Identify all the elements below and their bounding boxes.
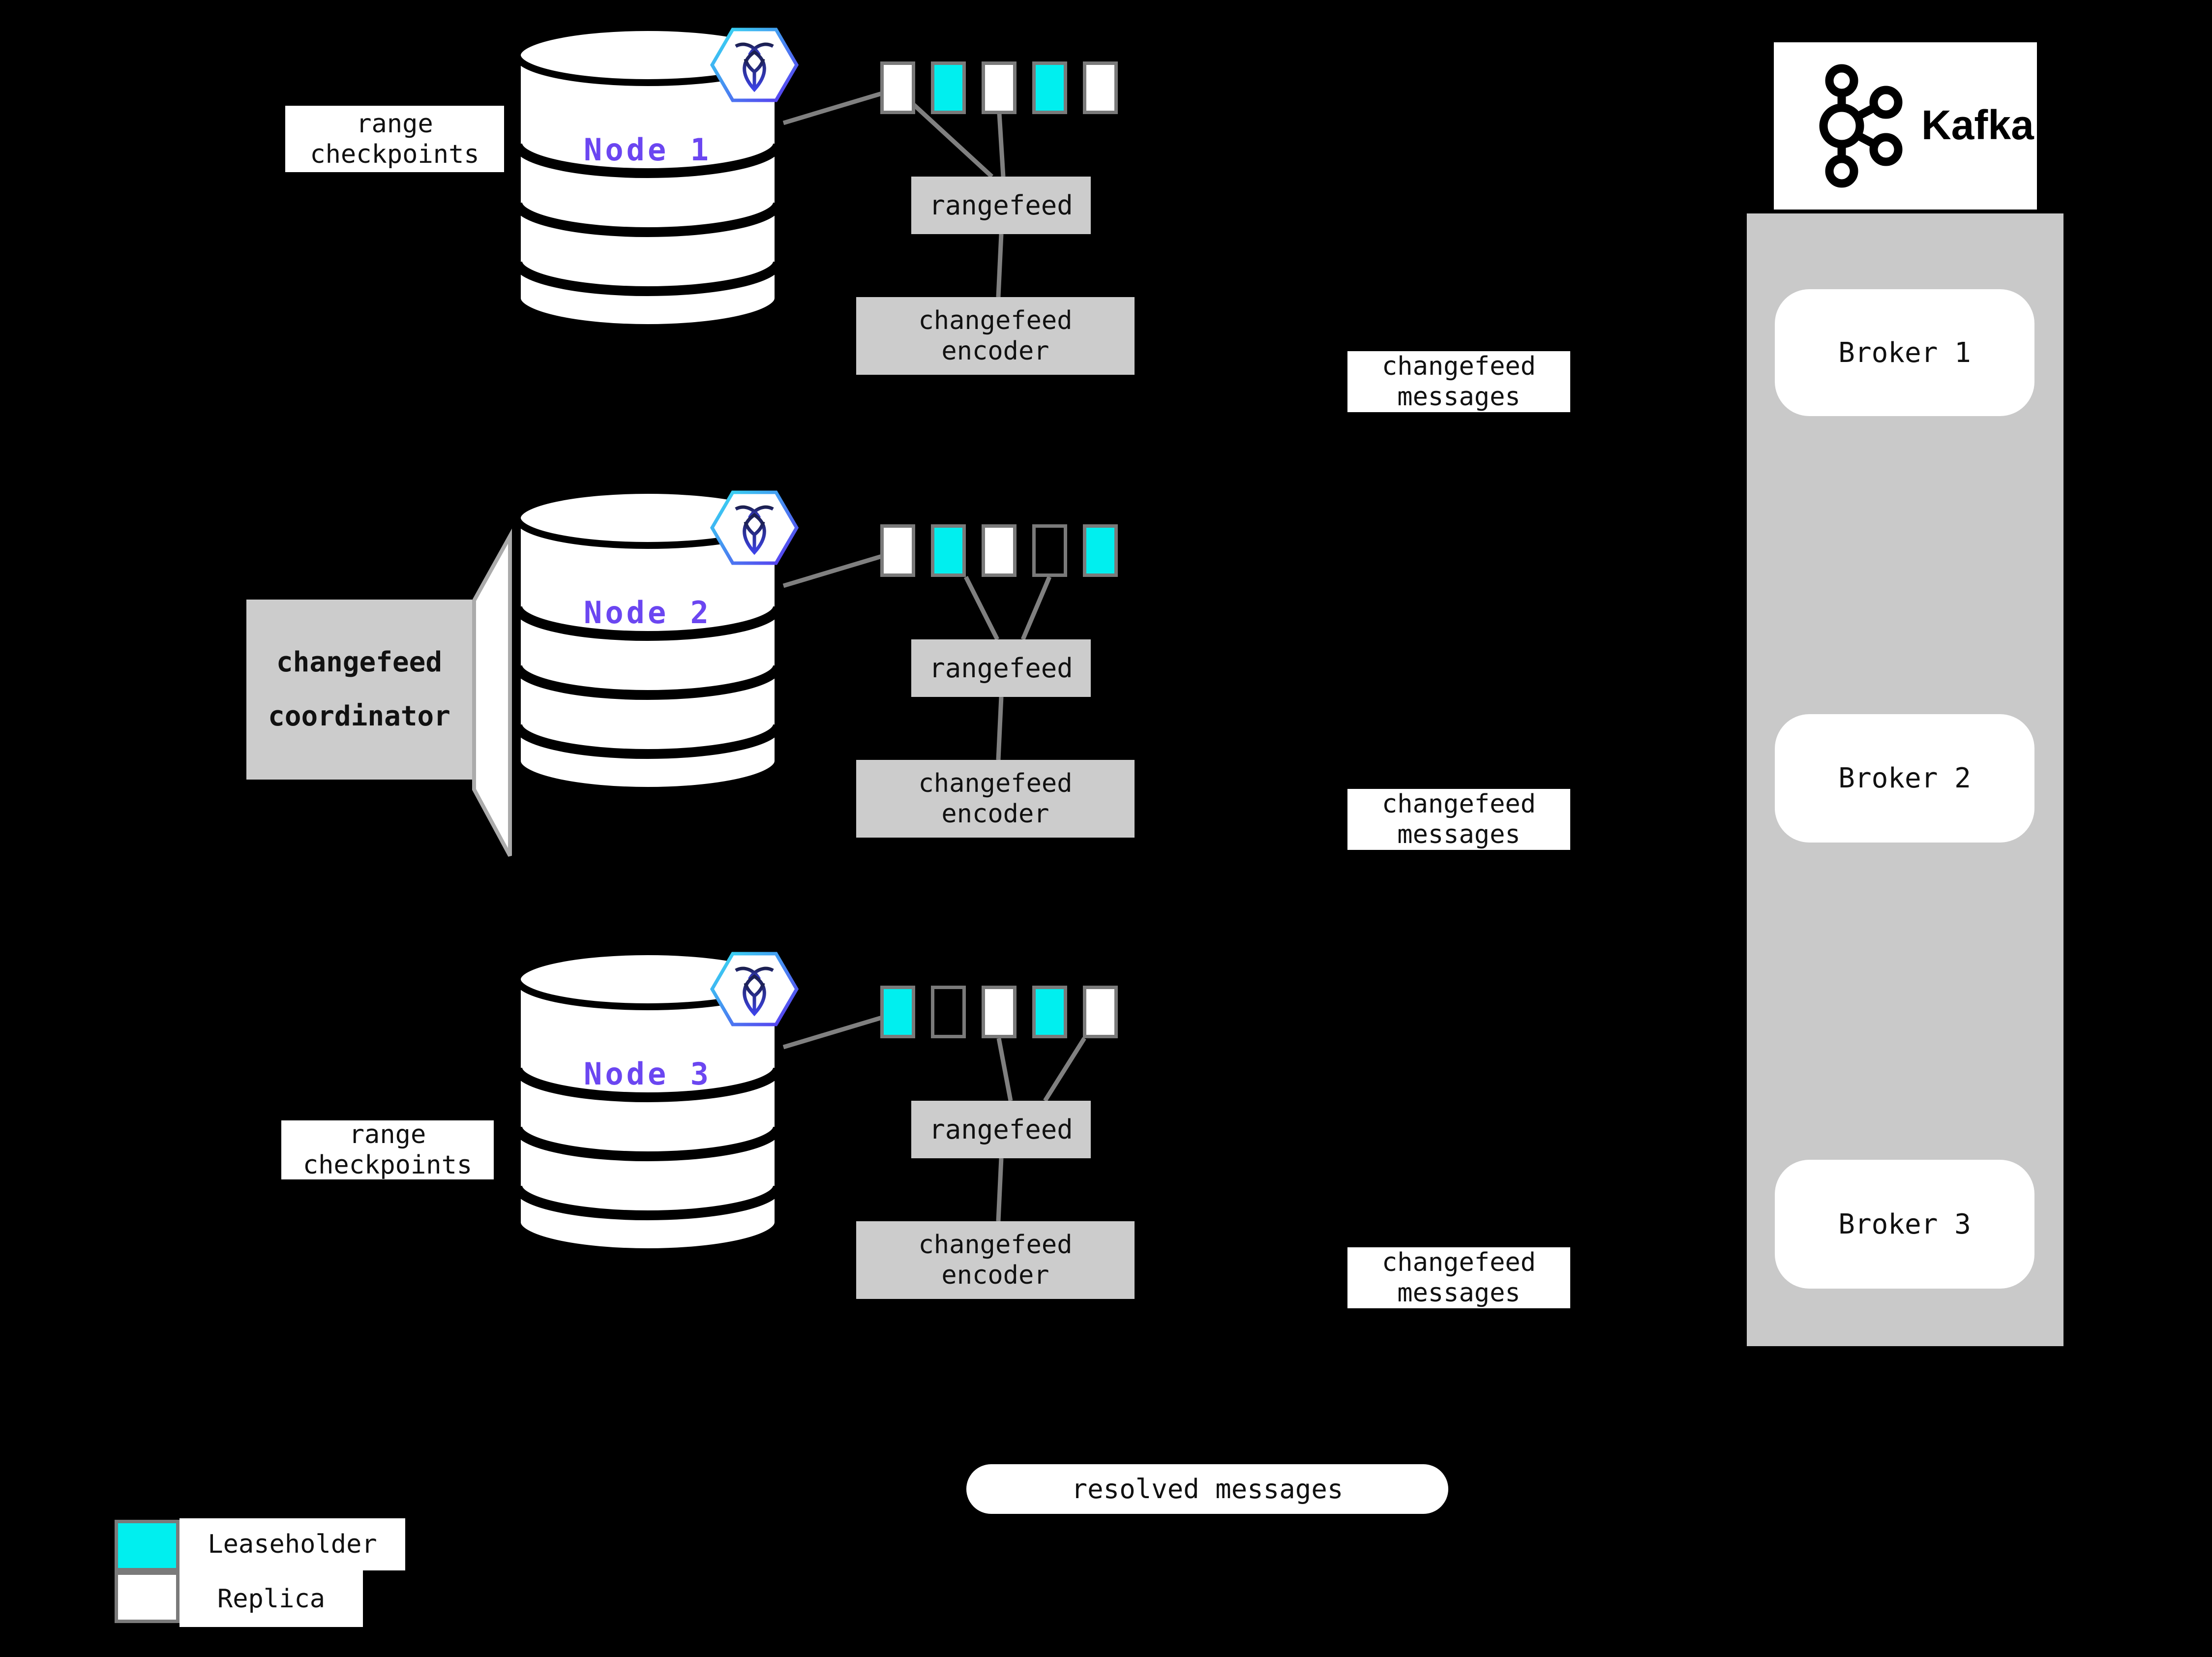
node1-rangefeed-to-encoder-line xyxy=(996,234,1004,298)
node2-rangefeed-box: rangefeed xyxy=(911,639,1091,697)
node1-range-to-rangefeed-line xyxy=(997,113,1006,177)
changefeed-coordinator-box: changefeed coordinator xyxy=(246,600,472,780)
broker-1: Broker 1 xyxy=(1775,289,2034,416)
node3-range-to-rangefeed-line xyxy=(1043,1037,1086,1102)
range-checkpoints-label-top: range checkpoints xyxy=(285,106,504,172)
broker-2: Broker 2 xyxy=(1775,714,2034,843)
cockroachdb-badge-icon xyxy=(710,490,799,565)
node3-label: Node 3 xyxy=(584,1056,712,1092)
node1-label: Node 1 xyxy=(584,132,712,168)
node1-range-3 xyxy=(982,61,1016,114)
legend-replica-label: Replica xyxy=(179,1570,363,1627)
node3-range-2 xyxy=(931,986,966,1038)
node2-database-cylinder xyxy=(512,488,783,794)
legend-leaseholder-label: Leaseholder xyxy=(179,1518,405,1570)
node2-range-3 xyxy=(982,524,1016,577)
node2-range-5 xyxy=(1083,524,1118,577)
node1-changefeed-encoder-box: changefeed encoder xyxy=(856,297,1135,375)
changefeed-messages-label-3: changefeed messages xyxy=(1347,1247,1570,1308)
coordinator-ribbon xyxy=(472,528,512,857)
node1-range-1 xyxy=(880,61,915,114)
changefeed-messages-label-1: changefeed messages xyxy=(1347,351,1570,412)
node1-range-5 xyxy=(1083,61,1118,114)
node3-range-to-rangefeed-line xyxy=(996,1038,1013,1101)
cockroachdb-badge-icon xyxy=(710,952,799,1026)
node2-changefeed-encoder-box: changefeed encoder xyxy=(856,760,1135,838)
node3-range-1 xyxy=(880,986,915,1038)
node3-changefeed-encoder-box: changefeed encoder xyxy=(856,1221,1135,1299)
node2-label: Node 2 xyxy=(584,595,712,631)
node2-range-1 xyxy=(880,524,915,577)
legend-leaseholder-swatch xyxy=(115,1520,179,1571)
node3-rangefeed-to-encoder-line xyxy=(996,1158,1004,1222)
node1-range-4 xyxy=(1032,61,1067,114)
node3-range-4 xyxy=(1032,986,1067,1038)
broker-3: Broker 3 xyxy=(1775,1160,2034,1289)
node2-range-to-rangefeed-line xyxy=(1020,576,1052,640)
node3-rangefeed-box: rangefeed xyxy=(911,1101,1091,1158)
legend-replica-swatch xyxy=(115,1571,179,1623)
node3-range-3 xyxy=(982,986,1016,1038)
node2-range-2 xyxy=(931,524,966,577)
node2-rangefeed-to-encoder-line xyxy=(996,696,1004,760)
node2-range-to-rangefeed-line xyxy=(963,575,1000,641)
node1-range-2 xyxy=(931,61,966,114)
node1-range-to-rangefeed-line xyxy=(911,102,994,179)
kafka-logo-icon xyxy=(1819,64,1903,188)
changefeed-messages-label-2: changefeed messages xyxy=(1347,789,1570,850)
kafka-title: Kafka xyxy=(1921,102,2034,148)
cockroachdb-badge-icon xyxy=(710,28,799,102)
node1-rangefeed-box: rangefeed xyxy=(911,177,1091,234)
kafka-logo-box: Kafka xyxy=(1774,42,2037,210)
node2-range-4 xyxy=(1032,524,1067,577)
range-checkpoints-label-bottom: range checkpoints xyxy=(281,1120,494,1180)
resolved-messages-pill: resolved messages xyxy=(966,1464,1448,1514)
node3-range-5 xyxy=(1083,986,1118,1038)
